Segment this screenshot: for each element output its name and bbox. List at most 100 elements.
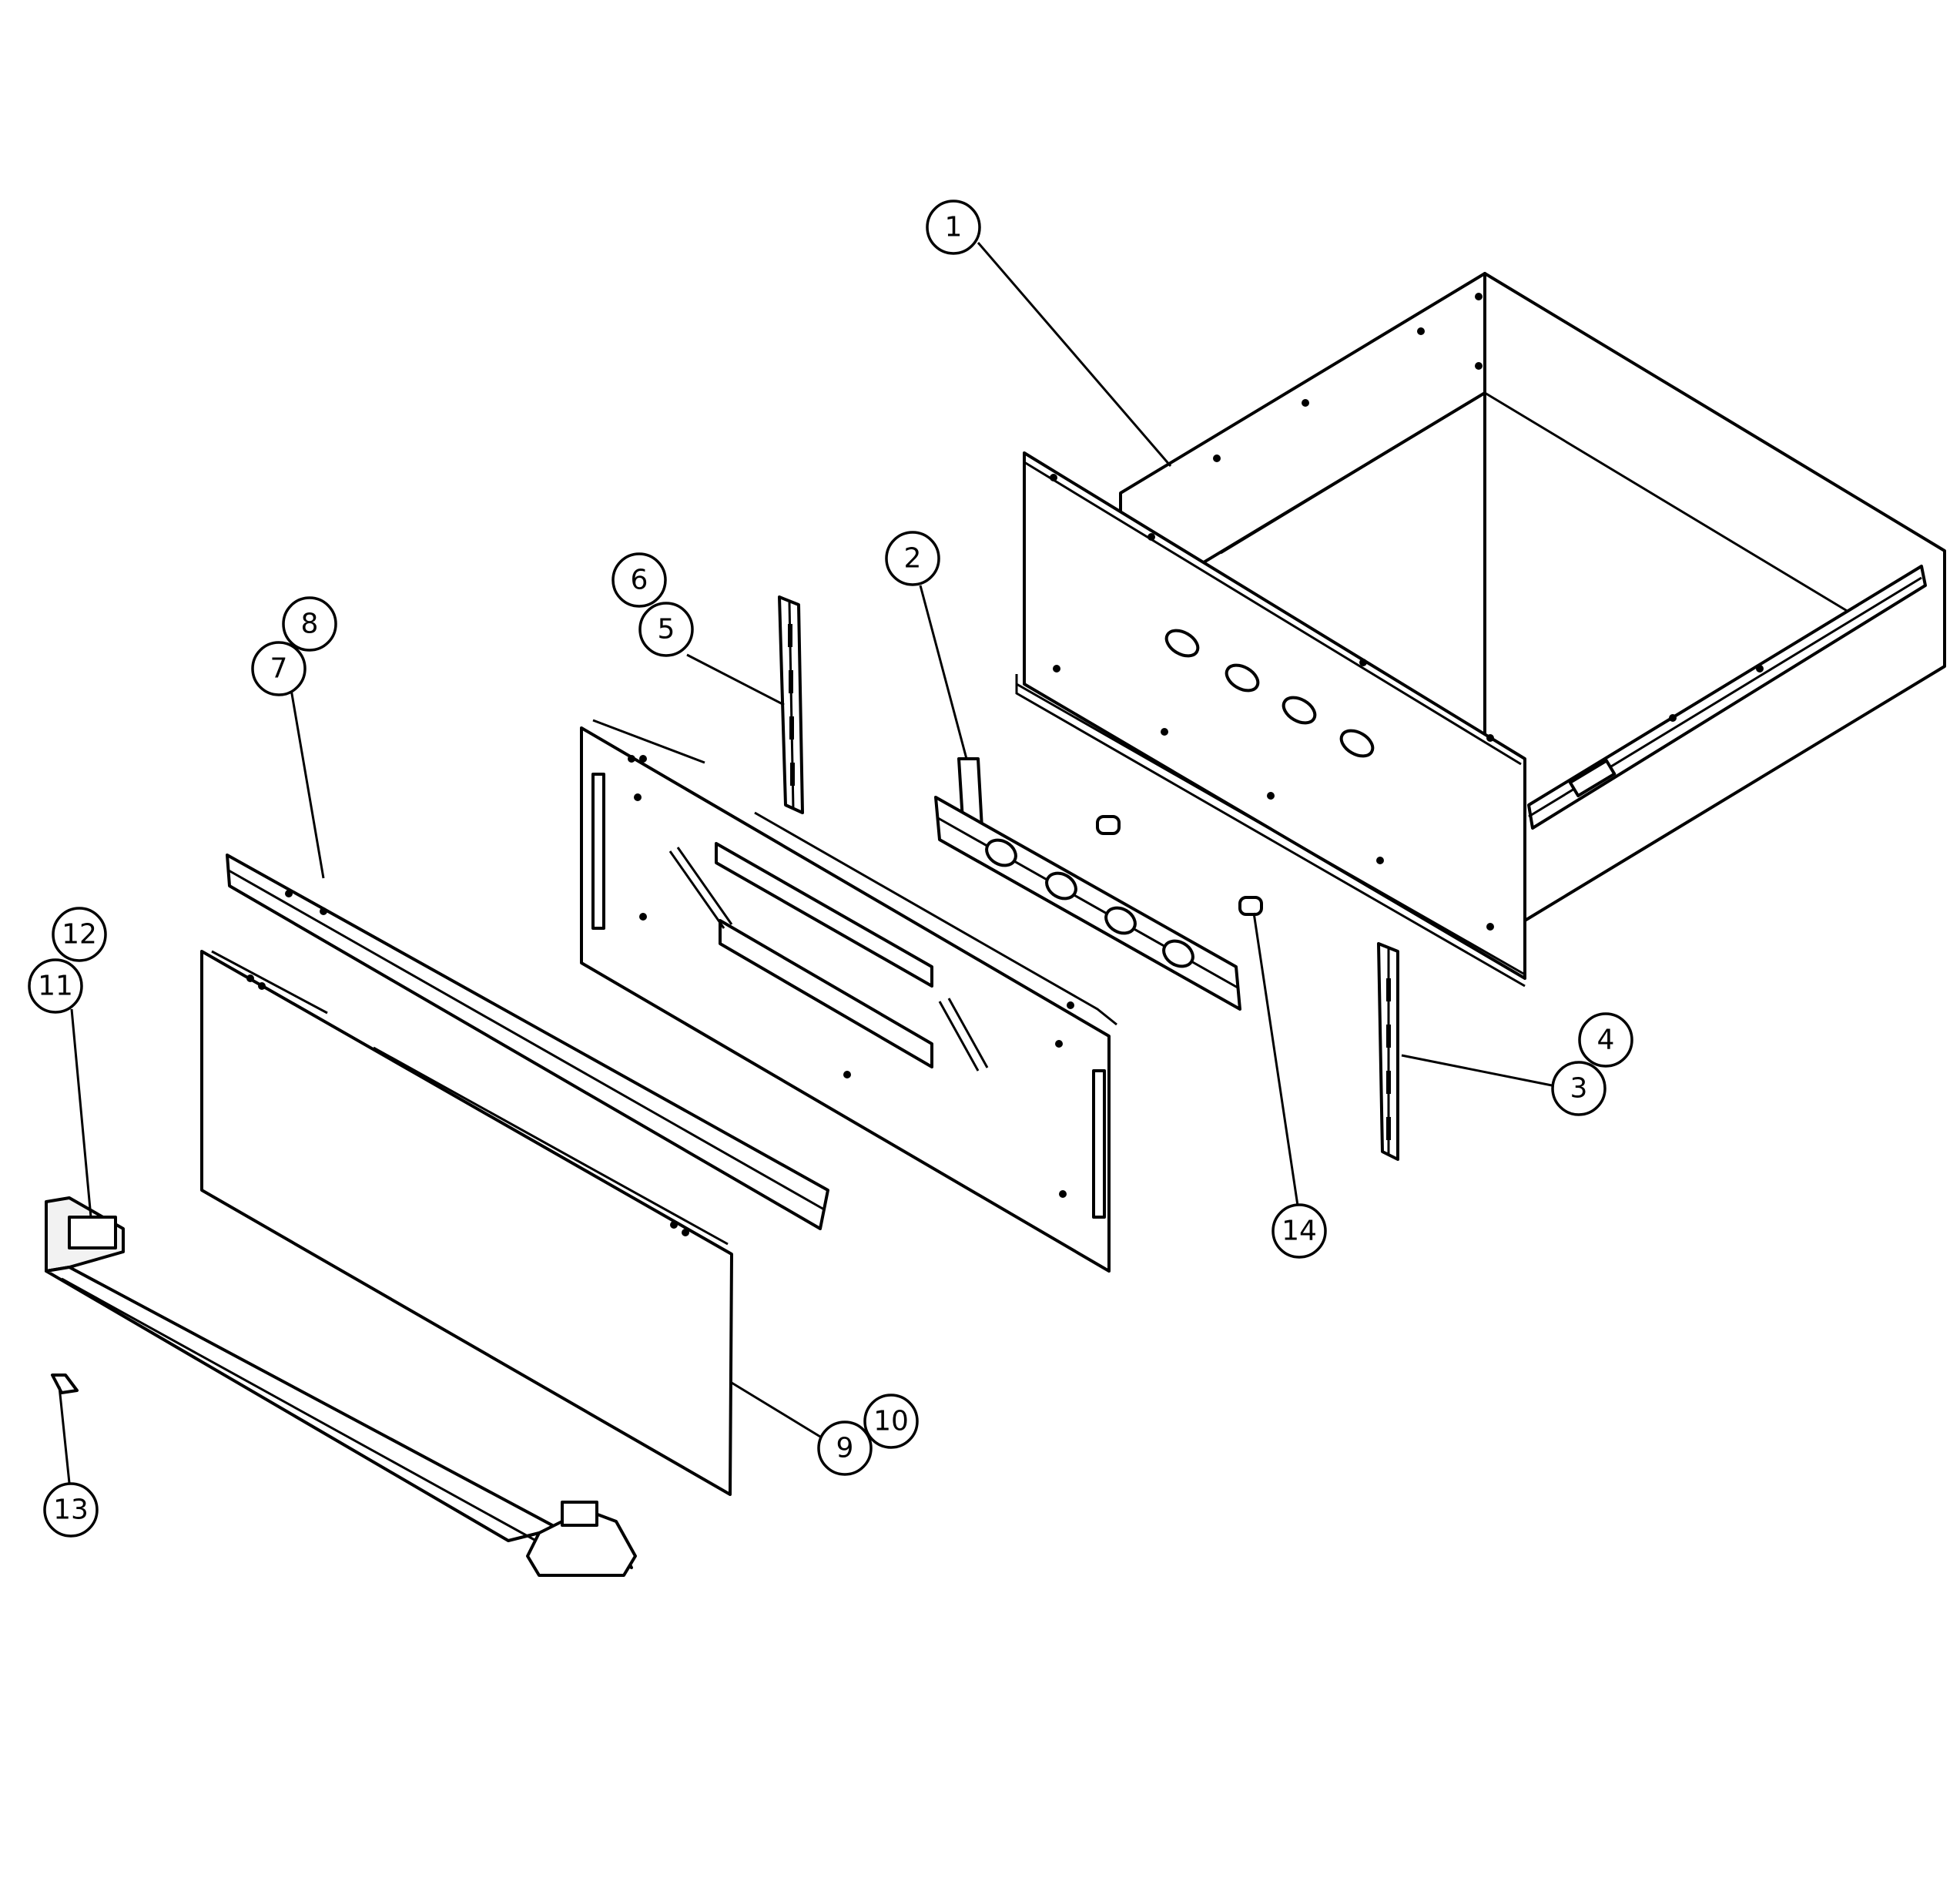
callout-12-circle [52,907,107,962]
screw-hole [1756,665,1764,672]
screw-hole [1359,659,1367,666]
trim-channel [226,854,829,1230]
screw-hole [634,793,642,801]
handle-end-cap-right-block [561,1501,598,1527]
drawer-floor-edge [1220,391,1857,618]
right-rail-slot [1386,1071,1391,1094]
glass-hatch [668,850,725,929]
callout-8-label: 8 [301,609,319,640]
screw-hole [1669,714,1677,722]
left-rail-slot [789,716,794,740]
screw-hole [1050,474,1057,481]
clip [51,1374,79,1394]
drawer-box [1015,272,1946,988]
front-panel-top-edge2 [373,1046,729,1246]
screw-hole [1475,362,1483,370]
callout-6-label: 6 [631,565,648,596]
leader-1 [977,242,1172,467]
knob-upper [1096,815,1121,835]
screw-hole [1067,1001,1074,1009]
callout-5-circle [638,602,694,657]
screw-hole [1053,665,1060,672]
callout-7: 7 [251,641,307,696]
callout-6-circle [611,552,667,608]
leader-2 [919,585,968,760]
drawer-slide-catch [1568,759,1617,797]
left-rail-slot [789,670,793,693]
right-rail-slot [1386,1025,1391,1048]
right-side-rail [1377,942,1399,1161]
callout-8: 8 [282,596,337,652]
handle [45,1196,637,1577]
leader-9 [731,1381,821,1438]
screw-hole [320,907,327,915]
front-panel [200,950,733,1496]
knob-lower [1238,896,1263,916]
front-panel-top-edge [211,950,328,1015]
drawer-front-lower-lip [1016,683,1526,976]
screw-hole [1302,399,1309,407]
callout-13-circle [43,1482,99,1538]
screw-hole [843,1071,851,1078]
callout-11: 11 [28,958,83,1014]
inner-panel-right-strip [1092,1069,1106,1219]
bracket-hole-1 [985,838,1017,867]
inner-door-panel [580,719,1117,1273]
screw-hole [639,913,647,921]
handle-end-cap-block [68,1216,117,1249]
screw-hole [628,755,635,763]
inner-panel-left-strip [591,773,605,930]
callout-10: 10 [863,1394,919,1449]
right-rail-slot [1386,1117,1391,1140]
clip-body [51,1374,79,1394]
leader-3 [1401,1054,1556,1088]
trim-channel-fold [228,869,825,1211]
screw-hole [1055,1040,1063,1048]
leader-14 [1252,912,1299,1206]
window-frame-upper [715,842,933,988]
inner-panel-top-lip [592,719,705,764]
left-rail-slot [790,763,795,786]
leader-7 [290,689,325,879]
screw-hole [258,982,266,990]
drawer-front-plate [1023,451,1526,980]
callout-4-circle [1578,1012,1633,1068]
bracket-hole-2 [1045,871,1077,901]
leader-5 [686,653,785,706]
callout-8-circle [282,596,337,652]
screw-hole [246,974,254,982]
screw-hole [1059,1190,1067,1198]
right-rail-slot [1386,978,1391,1001]
callout-10-circle [863,1394,919,1449]
left-rail-slot [788,624,792,647]
callout-13-label: 13 [53,1494,89,1526]
glass-hatch [947,998,989,1068]
screw-hole [1148,533,1155,541]
front-plate-hole-3 [1282,696,1317,725]
screw-hole [1486,923,1494,931]
leader-11 [70,1008,92,1218]
callout-2-label: 2 [904,543,922,575]
callout-4-label: 4 [1597,1025,1615,1056]
callout-9-circle [817,1420,873,1476]
screw-hole [682,1229,689,1236]
callout-12: 12 [52,907,107,962]
leader-13 [58,1386,71,1484]
front-plate-hole-2 [1225,663,1260,693]
screw-hole [1161,728,1168,736]
screw-hole [285,890,293,897]
callout-3-circle [1551,1061,1607,1116]
callout-14: 14 [1271,1203,1327,1259]
control-panel-bracket [934,757,1241,1011]
front-plate-hole-1 [1164,629,1200,658]
callout-5-label: 5 [658,614,675,646]
callout-11-circle [28,958,83,1014]
callout-6: 6 [611,552,667,608]
callout-2-circle [885,531,940,586]
callout-5: 5 [638,602,694,657]
callout-1-circle [926,200,981,255]
window-frame-lower [719,919,933,1068]
callout-11-label: 11 [38,971,73,1002]
glass-hatch [676,847,733,925]
